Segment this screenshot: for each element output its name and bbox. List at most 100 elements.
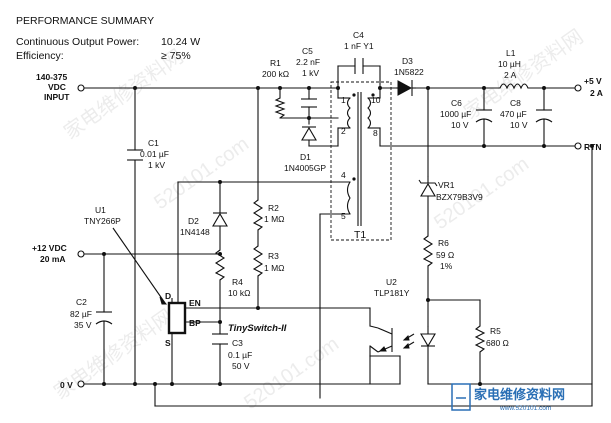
component-label: 1 MΩ	[264, 214, 285, 224]
zener-vr1: VR1 BZX79B3V9	[418, 176, 483, 202]
capacitor-c4: C4 1 nF Y1	[344, 30, 374, 74]
component-label: 10 µH	[498, 59, 521, 69]
component-label: 82 µF	[70, 309, 92, 319]
diode-d2: D2 1N4148	[180, 212, 228, 237]
component-label: 1%	[440, 261, 453, 271]
component-label: 0.01 µF	[140, 149, 169, 159]
logo-text: 家电维修资料网	[474, 387, 565, 402]
watermark-layer: 家电维修资料网 520101.com 家电维修资料网 520101.com 家电…	[50, 25, 588, 414]
site-logo: 家电维修资料网 www.520101.com	[451, 383, 565, 412]
component-label: 2.2 nF	[296, 57, 320, 67]
component-label: TLP181Y	[374, 288, 410, 298]
transformer-ref: T1	[354, 229, 366, 241]
component-label: D2	[188, 216, 199, 226]
component-label: R4	[232, 277, 243, 287]
power-label: Continuous Output Power:	[16, 36, 139, 48]
capacitor-c3: C3 0.1 µF 50 V	[212, 333, 252, 371]
component-label: 2	[341, 126, 346, 136]
logo-url: www.520101.com	[499, 405, 551, 412]
ic-u1: D S EN BP U1 TNY266P TinySwitch-II	[84, 205, 287, 348]
component-label: 200 kΩ	[262, 69, 289, 79]
resistor-r1: R1 200 kΩ	[262, 58, 289, 119]
capacitor-c5: C5 2.2 nF 1 kV	[296, 46, 320, 108]
diode-d3: D3 1N5822	[394, 56, 424, 96]
watermark-url: 520101.com	[150, 133, 253, 214]
component-label: 8	[373, 128, 378, 138]
component-label: VR1	[438, 180, 455, 190]
junction-dots	[102, 86, 594, 386]
component-label: R1	[270, 58, 281, 68]
component-label: 1	[341, 95, 346, 105]
resistor-r4: R4 10 kΩ	[214, 249, 250, 298]
component-label: C2	[76, 297, 87, 307]
output-current-label: 2 A	[590, 88, 603, 98]
efficiency-value: ≥ 75%	[161, 50, 191, 62]
resistor-r3: R3 1 MΩ	[252, 245, 285, 277]
input-voltage-label: 140-375	[36, 72, 67, 82]
tinyswitch-label: TinySwitch-II	[228, 323, 287, 334]
component-label: U1	[95, 205, 106, 215]
ground-label: 0 V	[60, 380, 73, 390]
input-label: INPUT	[44, 92, 70, 102]
component-label: 10	[371, 95, 381, 105]
component-label: 35 V	[74, 320, 92, 330]
component-label: 59 Ω	[436, 250, 454, 260]
output-5v-terminal	[574, 84, 582, 92]
component-label: 680 Ω	[486, 338, 509, 348]
component-label: U2	[386, 277, 397, 287]
component-label: 10 V	[510, 120, 528, 130]
component-label: BP	[189, 318, 201, 328]
component-label: C5	[302, 46, 313, 56]
component-label: R3	[268, 251, 279, 261]
resistor-r5: R5 680 Ω	[474, 325, 509, 353]
component-label: D	[165, 291, 171, 301]
component-label: S	[165, 338, 171, 348]
component-label: BZX79B3V9	[436, 192, 483, 202]
component-label: C6	[451, 98, 462, 108]
aux-12v-terminal	[77, 250, 85, 258]
component-label: EN	[189, 298, 201, 308]
component-label: 10 V	[451, 120, 469, 130]
watermark-url: 520101.com	[240, 333, 343, 414]
inductor-l1: L1 10 µH 2 A	[498, 48, 529, 90]
resistor-r2: R2 1 MΩ	[252, 199, 285, 231]
component-label: 50 V	[232, 361, 250, 371]
component-label: D3	[402, 56, 413, 66]
component-label: 1 kV	[148, 160, 165, 170]
aux-voltage-label: +12 VDC	[32, 243, 67, 253]
capacitor-c6: C6 1000 µF 10 V	[440, 98, 493, 130]
component-label: 1 MΩ	[264, 263, 285, 273]
transformer-t1: 1 2 4 5 10 8 T1	[330, 81, 392, 241]
component-label: 1 nF Y1	[344, 41, 374, 51]
component-label: 5	[341, 211, 346, 221]
component-label: 1N5822	[394, 67, 424, 77]
component-label: 1000 µF	[440, 109, 471, 119]
capacitor-c2: C2 82 µF 35 V	[70, 297, 113, 330]
aux-current-label: 20 mA	[40, 254, 66, 264]
wiring	[83, 65, 593, 407]
component-label: R5	[490, 326, 501, 336]
component-label: D1	[300, 152, 311, 162]
hv-input-terminal	[77, 84, 85, 92]
output-voltage-label: +5 V	[584, 76, 602, 86]
optocoupler-u2: U2 TLP181Y	[369, 277, 436, 353]
component-label: 1 kV	[302, 68, 319, 78]
summary-title: PERFORMANCE SUMMARY	[16, 15, 154, 27]
output-rtn-terminal	[574, 142, 582, 150]
resistor-r6: R6 59 Ω 1%	[422, 235, 454, 271]
capacitor-c1: C1 0.01 µF 1 kV	[127, 138, 169, 170]
component-label: R6	[438, 238, 449, 248]
component-label: C8	[510, 98, 521, 108]
component-label: R2	[268, 203, 279, 213]
component-label: 1N4148	[180, 227, 210, 237]
performance-summary: PERFORMANCE SUMMARY Continuous Output Po…	[16, 15, 200, 62]
component-label: 1N4005GP	[284, 163, 326, 173]
component-label: TNY266P	[84, 216, 121, 226]
component-label: 0.1 µF	[228, 350, 252, 360]
output-rtn-label: RTN	[584, 142, 601, 152]
component-label: L1	[506, 48, 516, 58]
ground-terminal	[77, 380, 85, 388]
diode-d1: D1 1N4005GP	[284, 126, 326, 173]
power-value: 10.24 W	[161, 36, 200, 48]
component-label: C1	[148, 138, 159, 148]
